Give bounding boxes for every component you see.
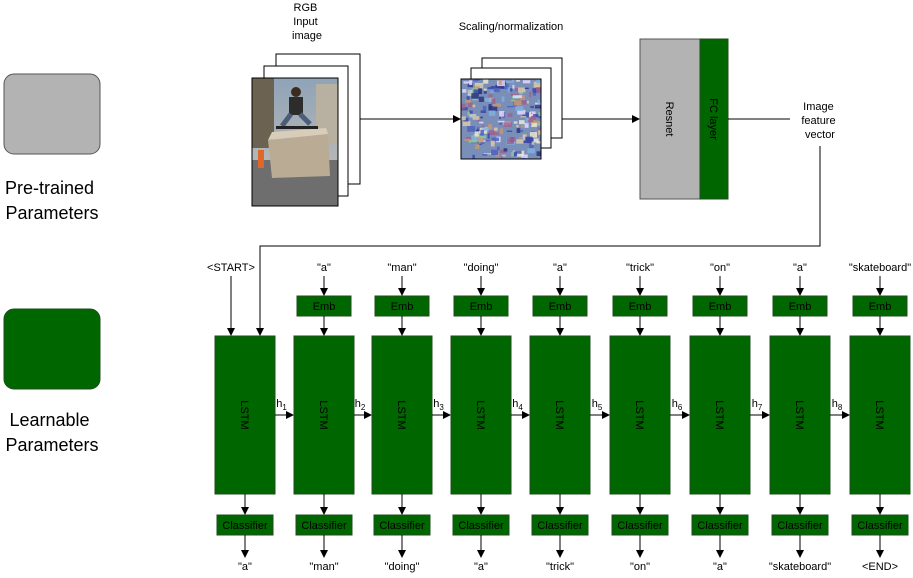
lstm-label: LSTM	[238, 400, 250, 429]
lstm-cell	[849, 335, 911, 495]
scaling-label: Scaling/normalization	[459, 21, 564, 33]
classifier-label: Classifier	[222, 520, 268, 532]
pipeline-wires	[256, 115, 821, 336]
input-image-label: RGB Input image	[292, 2, 322, 42]
input-token: "skateboard"	[849, 262, 911, 274]
lstm-label: LSTM	[873, 400, 885, 429]
classifier-label: Classifier	[537, 520, 583, 532]
input-token: "trick"	[626, 262, 654, 274]
pretrained-swatch	[3, 73, 101, 155]
output-token: "man"	[309, 561, 338, 573]
lstm-label: LSTM	[395, 400, 407, 429]
input-image-stack	[251, 53, 361, 207]
output-token: "on"	[630, 561, 650, 573]
feature-vector-label: Image feature vector	[801, 101, 838, 141]
classifier-label: Classifier	[617, 520, 663, 532]
hidden-state-label: h5	[592, 398, 603, 412]
hidden-state-label: h6	[672, 398, 683, 412]
output-token: "trick"	[546, 561, 574, 573]
lstm-label: LSTM	[553, 400, 565, 429]
lstm-cell	[609, 335, 671, 495]
emb-label: Emb	[629, 301, 652, 313]
emb-label: Emb	[549, 301, 572, 313]
output-token: "a"	[474, 561, 488, 573]
hidden-state-label: h1	[276, 398, 287, 412]
lstm-label: LSTM	[317, 400, 329, 429]
emb-label: Emb	[869, 301, 892, 313]
learnable-label: Learnable Parameters	[5, 410, 98, 455]
output-token: "doing"	[385, 561, 420, 573]
normalized-image	[461, 79, 541, 159]
lstm-label: LSTM	[474, 400, 486, 429]
hidden-state-label: h8	[832, 398, 843, 412]
output-token: "a"	[238, 561, 252, 573]
lstm-cell	[293, 335, 355, 495]
fc-layer-block	[699, 38, 729, 200]
lstm-label: LSTM	[793, 400, 805, 429]
scaled-image-stack	[460, 57, 563, 160]
resnet-label: Resnet	[663, 102, 675, 137]
hidden-state-label: h7	[752, 398, 763, 412]
input-token: "a"	[793, 262, 807, 274]
lstm-label: LSTM	[713, 400, 725, 429]
fc-layer-label: FC layer	[707, 98, 719, 140]
classifier-label: Classifier	[697, 520, 743, 532]
skateboard-photo	[252, 78, 338, 206]
hidden-state-label: h4	[512, 398, 523, 412]
emb-label: Emb	[709, 301, 732, 313]
input-token: "a"	[317, 262, 331, 274]
input-token: "a"	[553, 262, 567, 274]
hidden-state-label: h3	[433, 398, 444, 412]
input-token: "on"	[710, 262, 730, 274]
lstm-cell	[371, 335, 433, 495]
input-token: "doing"	[464, 262, 499, 274]
classifier-label: Classifier	[379, 520, 425, 532]
output-token: "a"	[713, 561, 727, 573]
classifier-label: Classifier	[458, 520, 504, 532]
hidden-state-label: h2	[355, 398, 366, 412]
output-token: "skateboard"	[769, 561, 831, 573]
classifier-label: Classifier	[777, 520, 823, 532]
classifier-label: Classifier	[857, 520, 903, 532]
learnable-swatch	[3, 308, 101, 390]
lstm-label: LSTM	[633, 400, 645, 429]
input-token: <START>	[207, 262, 255, 274]
emb-label: Emb	[391, 301, 414, 313]
emb-label: Emb	[789, 301, 812, 313]
emb-label: Emb	[470, 301, 493, 313]
input-token: "man"	[387, 262, 416, 274]
pretrained-label: Pre-trained Parameters	[5, 178, 99, 223]
classifier-label: Classifier	[301, 520, 347, 532]
lstm-cell	[769, 335, 831, 495]
output-token: <END>	[862, 561, 898, 573]
emb-label: Emb	[313, 301, 336, 313]
lstm-cell	[214, 335, 276, 495]
lstm-cell	[529, 335, 591, 495]
